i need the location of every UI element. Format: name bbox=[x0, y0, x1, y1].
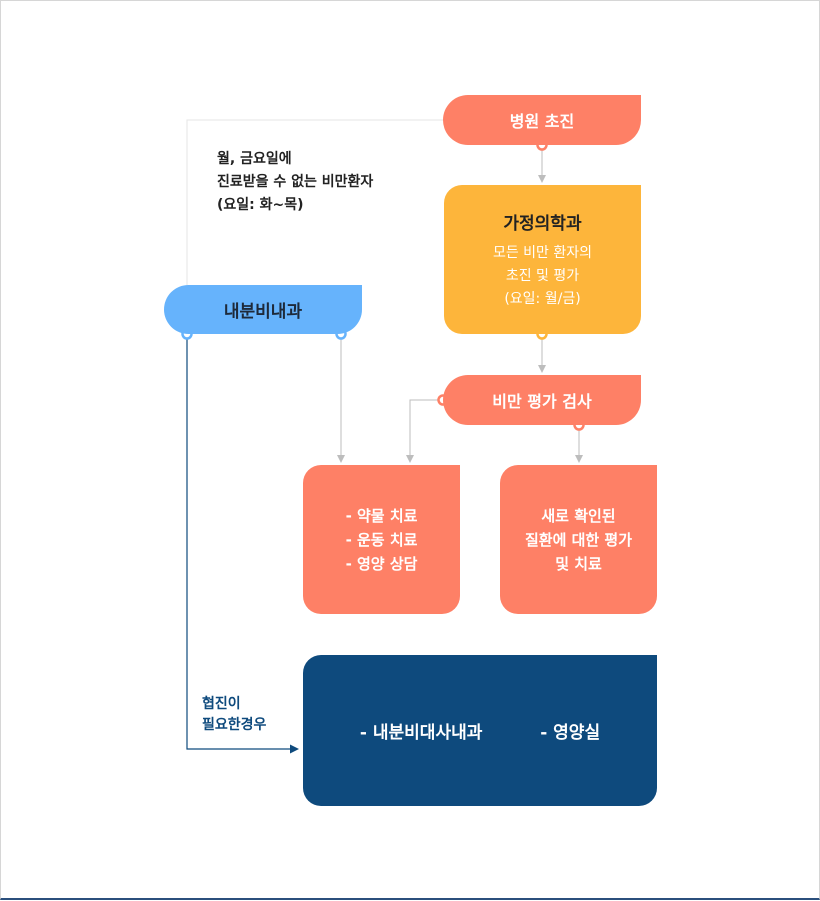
collab-nutrition-office: - 영양실 bbox=[540, 723, 601, 743]
node-new-diagnosis: 새로 확인된 질환에 대한 평가 및 치료 bbox=[500, 465, 657, 614]
connector-assessment-treatment bbox=[406, 399, 443, 463]
collab-note: 협진이 필요한경우 bbox=[202, 694, 266, 736]
node-hospital-visit: 병원 초진 bbox=[443, 95, 641, 145]
new-diagnosis-line: 질환에 대한 평가 bbox=[524, 530, 633, 549]
node-family-medicine: 가정의학과 모든 비만 환자의 초진 및 평가 (요일: 월/금) bbox=[444, 185, 641, 334]
obesity-assessment-label: 비만 평가 검사 bbox=[492, 392, 592, 411]
collab-note-line: 필요한경우 bbox=[202, 717, 267, 733]
schedule-note-line: (요일: 화~목) bbox=[217, 197, 304, 213]
schedule-bracket-line bbox=[186, 119, 443, 285]
connector-internal-collab bbox=[186, 334, 299, 754]
family-medicine-title: 가정의학과 bbox=[503, 213, 582, 234]
new-diagnosis-line: 새로 확인된 bbox=[541, 506, 616, 525]
schedule-note-line: 월, 금요일에 bbox=[217, 151, 292, 167]
family-medicine-description: 모든 비만 환자의 초진 및 평가 (요일: 월/금) bbox=[493, 242, 592, 311]
treatment-item: - 운동 치료 bbox=[345, 530, 418, 549]
hospital-visit-label: 병원 초진 bbox=[509, 112, 575, 131]
node-internal-medicine: 내분비내과 bbox=[164, 285, 362, 334]
family-medicine-line: 초진 및 평가 bbox=[505, 267, 580, 284]
family-medicine-line: 모든 비만 환자의 bbox=[492, 244, 593, 261]
schedule-note-line: 진료받을 수 없는 비만환자 bbox=[217, 174, 374, 190]
collab-endocrine-metabolism: - 내분비대사내과 bbox=[359, 723, 483, 743]
node-treatment: - 약물 치료 - 운동 치료 - 영양 상담 bbox=[303, 465, 460, 614]
schedule-note: 월, 금요일에 진료받을 수 없는 비만환자 (요일: 화~목) bbox=[217, 148, 373, 217]
internal-medicine-label: 내분비내과 bbox=[223, 302, 303, 322]
collab-note-line: 협진이 bbox=[202, 696, 241, 712]
family-medicine-line: (요일: 월/금) bbox=[504, 290, 581, 307]
node-obesity-assessment: 비만 평가 검사 bbox=[443, 375, 641, 425]
treatment-item: - 영양 상담 bbox=[345, 554, 418, 573]
node-collaboration: - 내분비대사내과 - 영양실 bbox=[303, 655, 657, 806]
treatment-item: - 약물 치료 bbox=[345, 506, 418, 525]
new-diagnosis-line: 및 치료 bbox=[555, 554, 602, 573]
